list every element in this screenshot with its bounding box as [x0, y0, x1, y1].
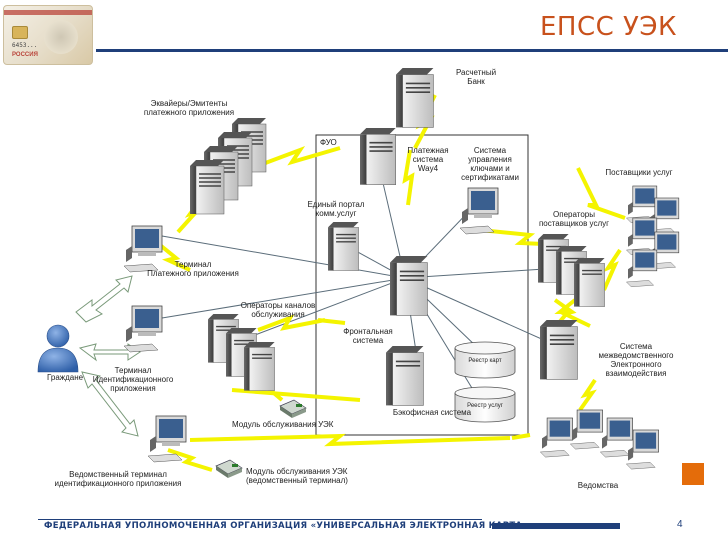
footer-bar — [492, 523, 620, 529]
label-id-terminal-line2: Идентификационного — [92, 375, 174, 384]
channel-operators-servers-icon — [208, 314, 275, 391]
label-key-management: Система управления ключами и сертификата… — [454, 146, 526, 182]
label-channel-operators-line2: обслуживания — [251, 310, 305, 319]
payment-terminal-workstation-icon — [123, 225, 163, 273]
label-settlement-bank-line1: Расчетный — [455, 68, 497, 77]
label-agency-terminal-line2: идентификационного приложения — [54, 479, 182, 488]
label-interagency-line1: Система — [619, 342, 653, 351]
label-supplier-operators-line1: Операторы — [553, 210, 595, 219]
accent-square — [682, 463, 704, 485]
label-portal: Единый портал комм.услуг — [300, 200, 372, 218]
service-registry-database-icon — [454, 386, 516, 423]
label-key-management-line3: ключами и — [470, 164, 510, 173]
label-uek-module: Модуль обслуживания УЭК — [232, 420, 334, 429]
label-id-terminal-line3: приложения — [110, 384, 156, 393]
label-front-system-line1: Фронтальная — [343, 327, 393, 336]
label-acquirers-line2: платежного приложения — [143, 108, 235, 117]
title-rule — [96, 49, 728, 52]
portal-server-icon — [328, 222, 359, 271]
label-back-office: Бэкофисная система — [392, 408, 472, 417]
slide-title: ЕПСС УЭК — [540, 12, 678, 42]
label-agency-terminal-line1: Ведомственный терминал — [69, 470, 167, 479]
label-key-management-line2: управления — [468, 155, 512, 164]
card-chip-icon — [12, 26, 28, 39]
acquirers-servers-icon — [190, 118, 267, 215]
label-settlement-bank: Расчетный Банк — [448, 68, 504, 86]
label-payment-system-line1: Платежная — [407, 146, 449, 155]
label-payment-system: Платежная система Way4 — [406, 146, 450, 173]
label-interagency-line3: Электронного — [610, 360, 662, 369]
label-key-management-line4: сертификатами — [461, 173, 519, 182]
uek-module-agency-device-icon — [215, 459, 243, 478]
key-management-workstation-icon — [459, 187, 499, 235]
label-channel-operators-line1: Операторы каналов — [240, 301, 316, 310]
label-interagency-line4: взаимодействия — [605, 369, 667, 378]
label-front-system: Фронтальная система — [336, 327, 400, 345]
footer-organization: ФЕДЕРАЛЬНАЯ УПОЛНОМОЧЕННАЯ ОРГАНИЗАЦИЯ «… — [44, 521, 529, 531]
card-emblem-icon — [44, 20, 78, 54]
label-uek-module-agency-line1: Модуль обслуживания УЭК — [246, 467, 348, 476]
label-interagency: Система межведомственного Электронного в… — [592, 342, 680, 378]
label-citizens: Граждане — [47, 373, 84, 382]
citizen-arrows — [75, 275, 141, 437]
uek-module-device-icon — [279, 399, 307, 418]
citizen-person-icon — [37, 324, 79, 373]
supplier-operators-servers-icon — [538, 234, 605, 307]
label-front-system-line2: система — [352, 336, 384, 345]
label-id-terminal: Терминал Идентификационного приложения — [90, 366, 176, 393]
label-supplier-operators-line2: поставщиков услуг — [538, 219, 610, 228]
service-suppliers-workstations-icon — [625, 185, 680, 288]
card-stripe — [4, 10, 92, 15]
page-number: 4 — [677, 519, 683, 530]
label-acquirers: Эквайеры/Эмитенты платежного приложения — [134, 99, 244, 117]
label-fuo: ФУО — [320, 138, 337, 147]
label-payment-terminal-line2: Платежного приложения — [147, 269, 239, 278]
card-registry-database-icon — [454, 341, 516, 379]
central-hub-server-icon — [390, 256, 428, 316]
settlement-bank-server-icon — [396, 68, 434, 128]
uek-card-image: 6453... РОССИЯ — [3, 5, 93, 65]
payment-system-server-icon — [360, 128, 396, 185]
label-supplier-operators: Операторы поставщиков услуг — [532, 210, 616, 228]
footer-rule — [38, 519, 482, 520]
label-agency-terminal: Ведомственный терминал идентификационног… — [40, 470, 196, 488]
label-portal-line2: комм.услуг — [315, 209, 357, 218]
label-uek-module-agency: Модуль обслуживания УЭК (ведомственный т… — [246, 467, 348, 485]
label-payment-terminal-line1: Терминал — [174, 260, 212, 269]
back-office-server-icon — [386, 346, 424, 406]
label-payment-terminal: Терминал Платежного приложения — [138, 260, 248, 278]
interagency-server-icon — [540, 320, 578, 380]
label-uek-module-agency-line2: (ведомственный терминал) — [246, 476, 348, 485]
label-portal-line1: Единый портал — [307, 200, 365, 209]
label-channel-operators: Операторы каналов обслуживания — [232, 301, 324, 319]
card-country: РОССИЯ — [12, 52, 38, 58]
label-agencies: Ведомства — [577, 481, 619, 490]
id-terminal-workstation-icon — [123, 305, 163, 353]
label-payment-system-line2: система — [412, 155, 444, 164]
agency-terminal-workstation-icon — [147, 415, 187, 463]
label-settlement-bank-line2: Банк — [467, 77, 485, 86]
label-card-registry: Реестр карт — [468, 358, 502, 364]
label-payment-system-line3: Way4 — [417, 164, 439, 173]
label-service-suppliers: Поставщики услуг — [605, 168, 673, 177]
label-service-registry: Реестр услуг — [467, 403, 503, 409]
agencies-workstations-icon — [539, 409, 659, 470]
label-key-management-line1: Система — [473, 146, 507, 155]
card-number: 6453... — [12, 42, 38, 49]
label-id-terminal-line1: Терминал — [114, 366, 152, 375]
label-acquirers-line1: Эквайеры/Эмитенты — [150, 99, 228, 108]
label-interagency-line2: межведомственного — [598, 351, 674, 360]
